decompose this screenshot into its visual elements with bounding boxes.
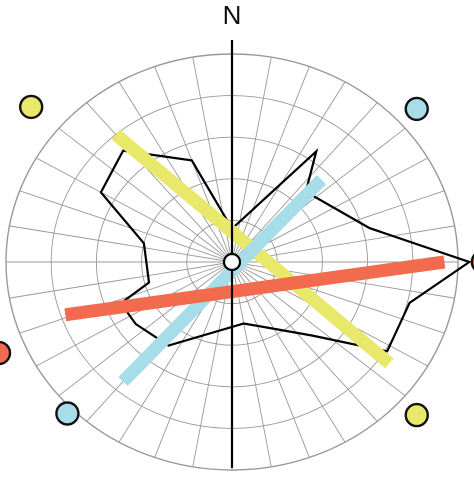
red-bar bbox=[64, 255, 446, 322]
blue-end-marker bbox=[55, 401, 80, 426]
grid-spoke bbox=[36, 157, 233, 263]
grid-spoke bbox=[9, 261, 233, 299]
grid-spoke bbox=[231, 81, 346, 263]
red-end-marker bbox=[470, 253, 474, 271]
yellow-end-marker bbox=[404, 402, 429, 428]
grid-spoke bbox=[231, 190, 445, 263]
outline-polygon bbox=[99, 147, 472, 353]
grid-spoke bbox=[19, 261, 233, 334]
grid-spoke bbox=[58, 261, 233, 397]
yellow-end-marker bbox=[18, 94, 44, 120]
grid-spoke bbox=[231, 66, 310, 263]
blue-end-marker bbox=[404, 96, 429, 122]
grid-spoke bbox=[58, 127, 233, 263]
grid-spoke bbox=[36, 261, 233, 367]
end-markers bbox=[0, 94, 474, 428]
red-end-marker bbox=[0, 340, 12, 366]
grid-spoke bbox=[19, 190, 233, 263]
north-label: N bbox=[223, 0, 242, 30]
grid-spoke bbox=[231, 102, 378, 263]
orientation-bars bbox=[64, 129, 446, 387]
grid-spoke bbox=[86, 102, 233, 263]
grid-spoke bbox=[231, 57, 272, 263]
grid-spoke bbox=[231, 261, 445, 334]
blue-bar bbox=[118, 175, 327, 387]
grid-spoke bbox=[118, 81, 233, 263]
rose-outline bbox=[99, 147, 472, 353]
grid-spoke bbox=[9, 225, 233, 263]
center-circle bbox=[222, 252, 242, 272]
